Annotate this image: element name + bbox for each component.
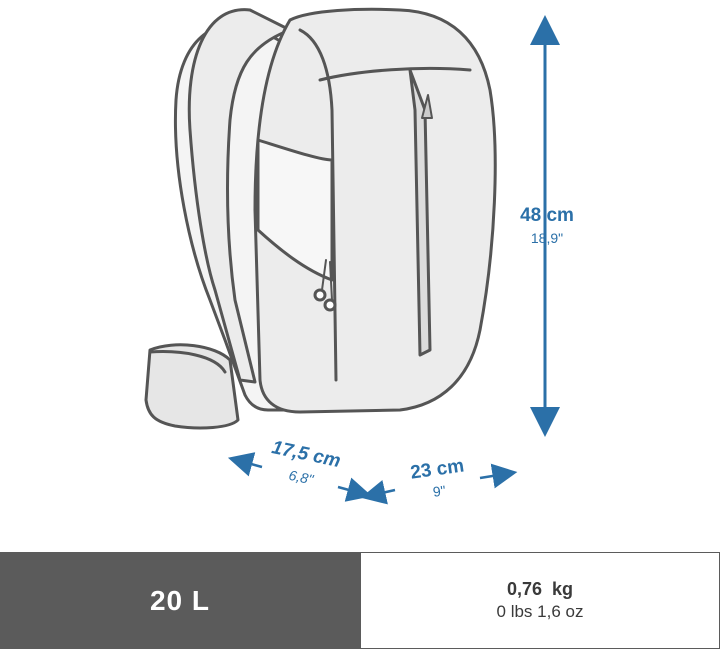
side-pocket [256, 138, 334, 282]
depth-metric-label: 17,5 cm [270, 437, 343, 472]
zipper-line [408, 68, 432, 357]
backpack-illustration: 48 cm 18,9" 17,5 cm 6,8" 23 cm 9" [144, 7, 574, 505]
spec-footer: 20 L 0,76 kg 0 lbs 1,6 oz [0, 552, 720, 649]
depth-arrow-right [337, 477, 373, 502]
volume-panel: 20 L [0, 552, 360, 649]
weight-imperial-value: 0 lbs 1,6 oz [496, 602, 584, 621]
backpack-main-body [253, 7, 497, 414]
volume-value: 20 L [149, 584, 211, 616]
weight-metric-value: 0,76 kg [506, 579, 574, 599]
height-metric-label: 48 cm [520, 205, 574, 226]
width-imperial-label: 9" [432, 482, 447, 500]
weight-panel: 0,76 kg 0 lbs 1,6 oz [360, 552, 720, 649]
backpack-drawing [144, 7, 497, 430]
width-arrow-right [479, 463, 518, 489]
hip-belt-pocket [144, 343, 240, 430]
shoulder-strap [187, 8, 292, 384]
width-arrow-left [360, 480, 396, 505]
depth-arrow-left [227, 452, 263, 477]
width-metric-label: 23 cm [409, 455, 465, 483]
height-imperial-label: 18,9" [531, 230, 563, 246]
depth-imperial-label: 6,8" [287, 467, 315, 488]
